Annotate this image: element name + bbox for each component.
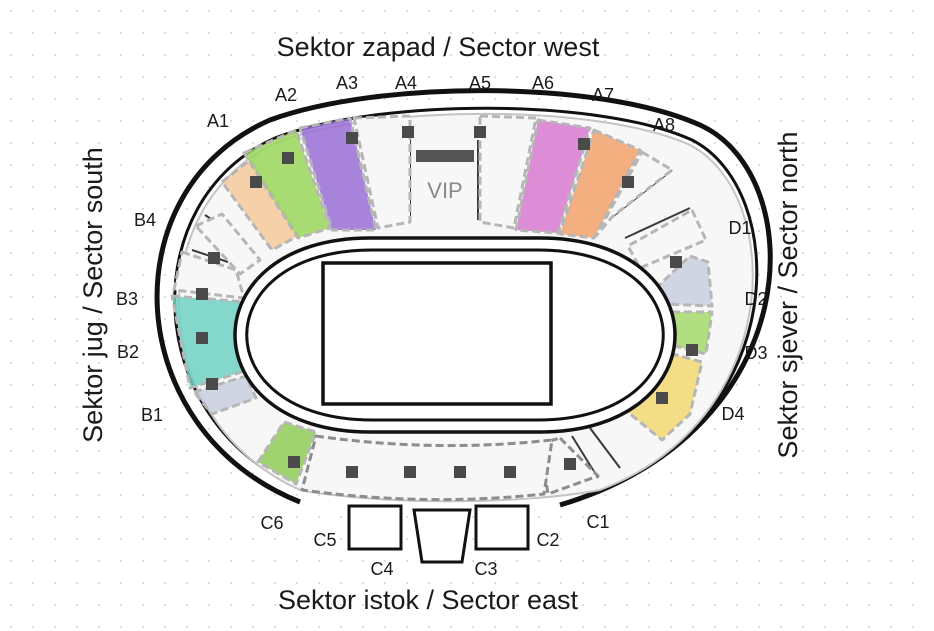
block-A7[interactable] bbox=[558, 128, 642, 240]
block-A2[interactable] bbox=[242, 128, 332, 240]
sector-west-label: Sektor zapad / Sector west bbox=[277, 32, 600, 62]
label-A4: A4 bbox=[395, 73, 417, 93]
label-B4: B4 bbox=[134, 210, 156, 230]
label-A8: A8 bbox=[653, 115, 675, 135]
block-A3[interactable] bbox=[298, 116, 378, 232]
label-B3: B3 bbox=[116, 289, 138, 309]
label-C6: C6 bbox=[260, 513, 283, 533]
label-A7: A7 bbox=[592, 85, 614, 105]
label-C2: C2 bbox=[536, 530, 559, 550]
label-C3: C3 bbox=[474, 559, 497, 579]
block-B1[interactable] bbox=[192, 374, 258, 416]
label-A1: A1 bbox=[207, 111, 229, 131]
block-C-row[interactable] bbox=[300, 434, 554, 502]
label-C1: C1 bbox=[586, 512, 609, 532]
entrance-markers bbox=[196, 126, 698, 478]
block-B4[interactable] bbox=[194, 212, 262, 276]
block-D1[interactable] bbox=[626, 208, 708, 270]
label-C5: C5 bbox=[313, 530, 336, 550]
label-D4: D4 bbox=[721, 404, 744, 424]
gate-box-central[interactable] bbox=[412, 508, 472, 564]
pitch bbox=[321, 261, 553, 406]
block-B2[interactable] bbox=[170, 294, 248, 390]
label-A3: A3 bbox=[336, 73, 358, 93]
label-C4: C4 bbox=[370, 559, 393, 579]
label-B2: B2 bbox=[117, 342, 139, 362]
block-A5[interactable] bbox=[478, 114, 538, 230]
gate-box-c2[interactable] bbox=[474, 504, 530, 551]
label-B1: B1 bbox=[141, 405, 163, 425]
label-A5: A5 bbox=[469, 73, 491, 93]
block-A4[interactable] bbox=[352, 114, 412, 230]
sector-south-label: Sektor jug / Sector south bbox=[78, 147, 108, 443]
block-A6[interactable] bbox=[514, 118, 592, 235]
label-A2: A2 bbox=[275, 85, 297, 105]
gate-box-c5[interactable] bbox=[347, 504, 403, 551]
block-C6[interactable] bbox=[256, 420, 318, 486]
label-D1: D1 bbox=[728, 218, 751, 238]
stadium-outer-rim bbox=[154, 88, 773, 508]
label-D3: D3 bbox=[744, 343, 767, 363]
label-A6: A6 bbox=[532, 73, 554, 93]
vip-bar bbox=[416, 150, 474, 162]
sector-east-label: Sektor istok / Sector east bbox=[278, 585, 579, 615]
vip-box[interactable]: VIP bbox=[416, 150, 474, 203]
block-A8[interactable] bbox=[594, 150, 674, 238]
sector-north-label: Sektor sjever / Sector north bbox=[773, 131, 803, 458]
label-D2: D2 bbox=[744, 289, 767, 309]
vip-label: VIP bbox=[427, 178, 462, 203]
block-labels: A1 A2 A3 A4 A5 A6 A7 A8 B4 B3 B2 B1 D1 D… bbox=[116, 73, 768, 579]
